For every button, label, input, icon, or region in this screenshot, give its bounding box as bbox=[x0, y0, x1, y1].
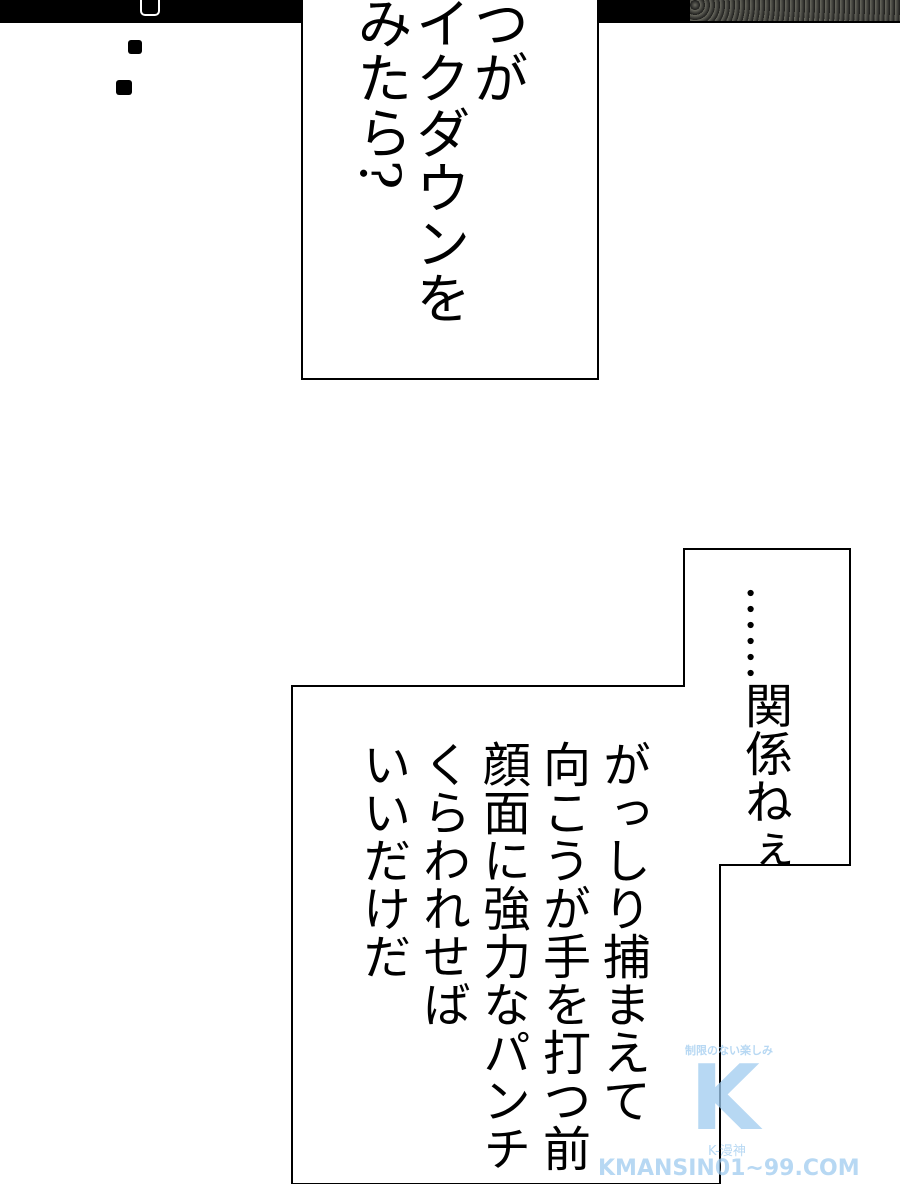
top-panel-texture bbox=[690, 0, 900, 21]
bubble-bottom-text-first: ……関係ねぇ bbox=[736, 585, 792, 873]
bubble-top-text-col-3: 試みたら? bbox=[348, 0, 412, 190]
watermark-name: K-漫神 bbox=[708, 1144, 746, 1159]
watermark-k: K bbox=[690, 1046, 760, 1151]
watermark-logo: 制限のない楽しみ K K-漫神 KMANSIN01~99.COM bbox=[590, 1040, 890, 1181]
bubble-bottom-text-col-3: 顔面に強力なパンチ bbox=[474, 740, 530, 1172]
bubble-top-text-col-1: やつが bbox=[464, 0, 528, 105]
bubble-bottom-text-col-1: がっしり捕まえて bbox=[594, 740, 650, 1124]
top-panel-left-black bbox=[0, 0, 302, 23]
bubble-bottom-outline bbox=[291, 548, 851, 1184]
bubble-top-text-col-2: テイクダウンを bbox=[406, 0, 470, 325]
bubble-bottom-text-col-4: くらわれせば bbox=[414, 740, 470, 1028]
watermark-tagline: 制限のない楽しみ bbox=[685, 1044, 773, 1057]
ellipsis-dot bbox=[128, 40, 142, 54]
top-panel-white-shape bbox=[140, 0, 160, 16]
ellipsis-dot bbox=[116, 80, 132, 95]
bubble-bottom-text-col-2: 向こうが手を打つ前 bbox=[534, 740, 590, 1172]
bubble-top-outline bbox=[301, 0, 599, 380]
bubble-bottom-text-col-5: いいだけだ bbox=[354, 740, 410, 980]
watermark-url: KMANSIN01~99.COM bbox=[598, 1156, 860, 1181]
